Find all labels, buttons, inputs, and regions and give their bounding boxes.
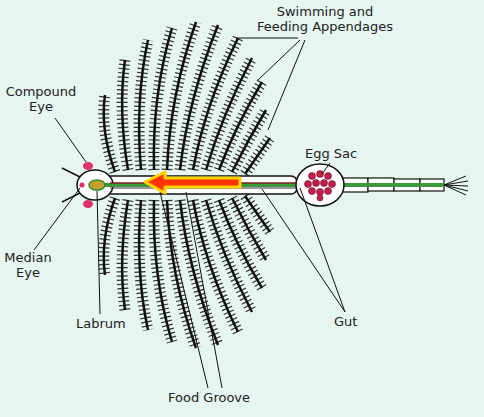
part-label: Swimming and Feeding Appendages xyxy=(250,4,400,34)
part-label: Egg Sac xyxy=(305,146,375,161)
compound-eye xyxy=(83,200,93,208)
lower-appendages xyxy=(104,196,270,348)
food-flow-arrow xyxy=(145,172,240,193)
furca xyxy=(444,176,468,195)
egg-sac xyxy=(296,164,344,206)
eggs xyxy=(305,171,336,202)
part-label: Food Groove xyxy=(168,390,278,405)
part-label: Median Eye xyxy=(2,250,54,280)
compound-eye xyxy=(83,162,93,170)
part-label: Gut xyxy=(334,314,374,329)
median-eye xyxy=(80,183,85,188)
leader-lines xyxy=(34,38,345,388)
part-label: Compound Eye xyxy=(4,84,78,114)
part-label: Labrum xyxy=(76,316,138,331)
labrum xyxy=(89,180,105,190)
upper-appendages xyxy=(104,22,270,174)
